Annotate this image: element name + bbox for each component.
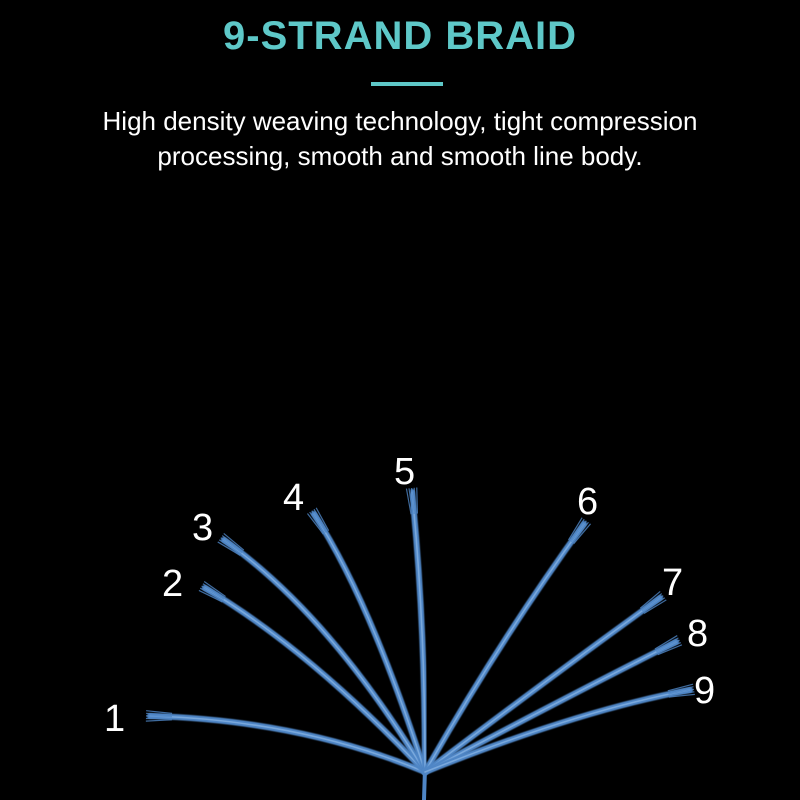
strand-label-6: 6 — [577, 481, 598, 523]
page-subtitle: High density weaving technology, tight c… — [102, 106, 698, 171]
strand-6 — [422, 517, 592, 775]
strand-label-7: 7 — [662, 562, 683, 604]
page-title: 9-STRAND BRAID — [223, 14, 577, 58]
strand-label-3: 3 — [192, 507, 213, 549]
strand-label-8: 8 — [687, 613, 708, 655]
strand-2 — [198, 580, 428, 775]
strand-label-4: 4 — [283, 477, 304, 519]
strand-label-group: 1 2 3 4 5 6 7 8 9 — [104, 451, 715, 740]
strand-label-2: 2 — [162, 563, 183, 605]
strand-group — [145, 487, 695, 800]
strand-3 — [217, 532, 428, 775]
strand-1 — [145, 710, 428, 775]
strand-4 — [306, 507, 428, 775]
strand-label-1: 1 — [104, 698, 125, 740]
strand-5 — [405, 487, 428, 775]
strand-label-5: 5 — [394, 451, 415, 493]
title-divider — [371, 82, 443, 86]
strand-8 — [422, 635, 683, 775]
strand-7 — [422, 590, 667, 775]
strand-9 — [422, 683, 695, 775]
strand-label-9: 9 — [694, 670, 715, 712]
